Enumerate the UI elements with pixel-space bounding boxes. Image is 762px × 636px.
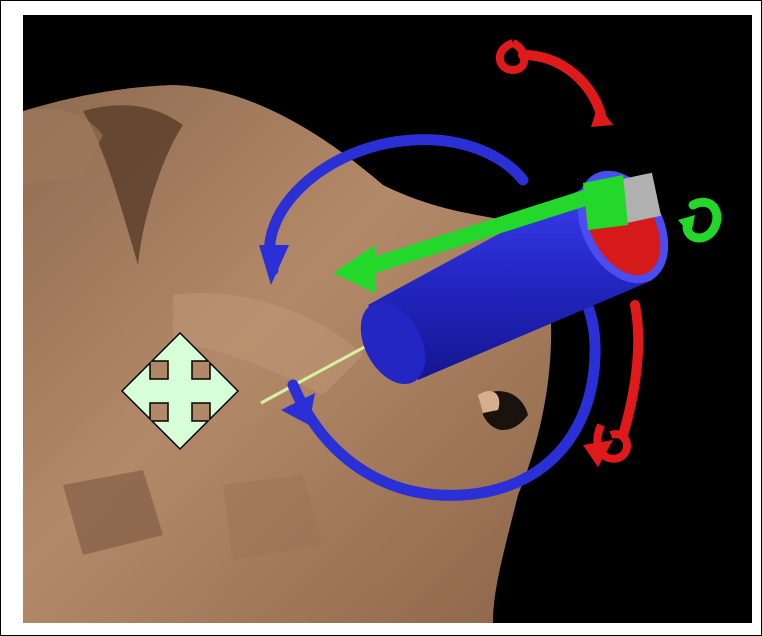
3d-viewport[interactable]	[23, 15, 752, 623]
scene-canvas	[23, 15, 752, 623]
